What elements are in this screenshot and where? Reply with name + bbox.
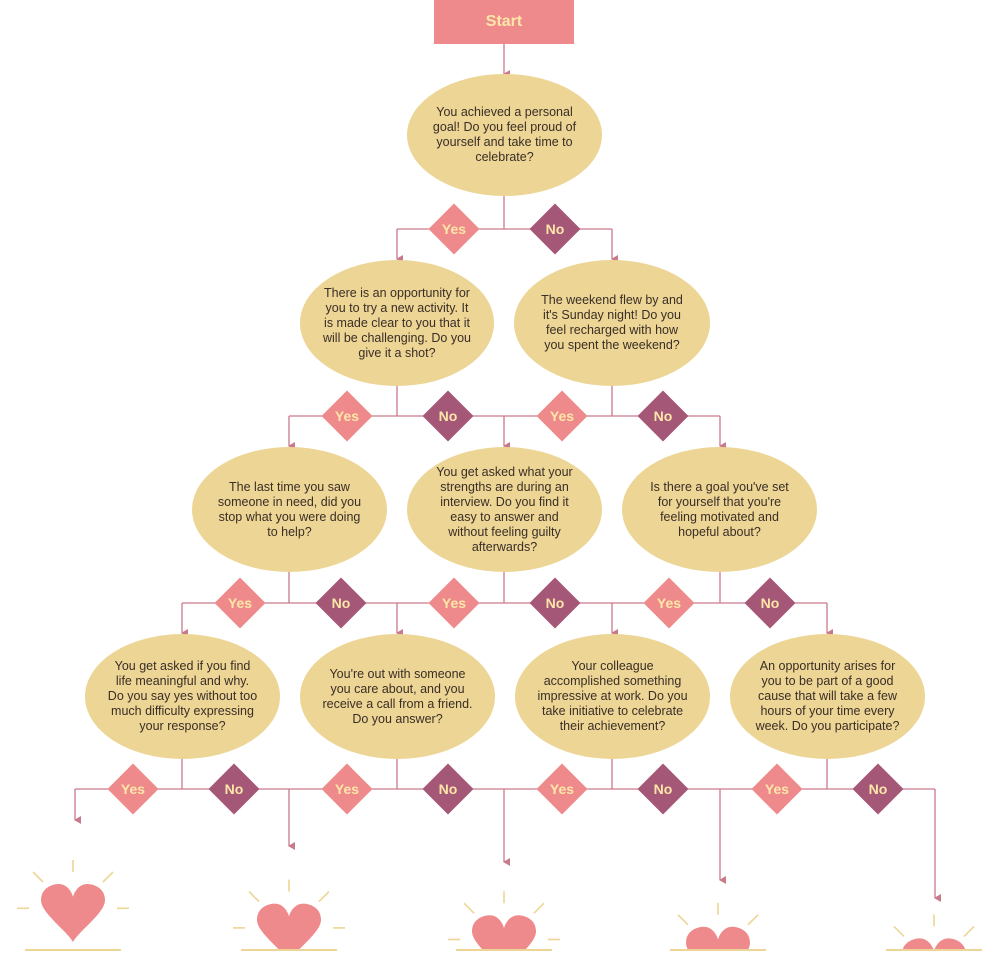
- yes-diamond: Yes: [215, 578, 265, 628]
- yes-label: Yes: [764, 781, 790, 797]
- no-label: No: [224, 781, 244, 797]
- yes-label: Yes: [441, 595, 467, 611]
- no-diamond: No: [638, 764, 688, 814]
- heart-ray: [893, 925, 905, 937]
- heart-ray: [963, 925, 975, 937]
- question-node: You get asked what your strengths are du…: [407, 447, 602, 572]
- no-label: No: [438, 408, 458, 424]
- yes-diamond: Yes: [322, 391, 372, 441]
- no-label: No: [653, 408, 673, 424]
- heart-shape: [41, 884, 105, 942]
- no-label: No: [653, 781, 673, 797]
- question-text: You get asked what your strengths are du…: [436, 464, 573, 554]
- question-node: You're out with someone you care about, …: [300, 634, 495, 759]
- no-diamond: No: [209, 764, 259, 814]
- no-diamond: No: [638, 391, 688, 441]
- question-node: There is an opportunity for you to try a…: [300, 260, 494, 386]
- heart-mostly-full-icon: [233, 879, 345, 951]
- heart-shape: [472, 915, 536, 950]
- yes-diamond: Yes: [537, 764, 587, 814]
- yes-label: Yes: [656, 595, 682, 611]
- heart-ray: [248, 891, 260, 903]
- yes-diamond: Yes: [537, 391, 587, 441]
- heart-ray: [318, 891, 330, 903]
- no-label: No: [438, 781, 458, 797]
- no-diamond: No: [530, 204, 580, 254]
- question-node: Is there a goal you've set for yourself …: [622, 447, 817, 572]
- question-text: An opportunity arises for you to be part…: [755, 659, 900, 733]
- question-text: You get asked if you find life meaningfu…: [107, 659, 258, 733]
- heart-shape: [686, 926, 750, 950]
- question-text: Is there a goal you've set for yourself …: [650, 479, 789, 539]
- yes-label: Yes: [549, 408, 575, 424]
- question-node: Your colleague accomplished something im…: [515, 634, 710, 759]
- question-text: You're out with someone you care about, …: [322, 666, 473, 726]
- heart-ray: [747, 914, 759, 926]
- heart-ray: [677, 914, 689, 926]
- heart-ray: [463, 902, 475, 914]
- yes-diamond: Yes: [429, 204, 479, 254]
- no-label: No: [545, 595, 565, 611]
- yes-label: Yes: [227, 595, 253, 611]
- yes-diamond: Yes: [429, 578, 479, 628]
- no-diamond: No: [423, 764, 473, 814]
- yes-diamond: Yes: [644, 578, 694, 628]
- question-text: You achieved a personal goal! Do you fee…: [432, 105, 577, 164]
- question-node: You achieved a personal goal! Do you fee…: [407, 74, 602, 196]
- yes-label: Yes: [334, 408, 360, 424]
- question-node: The weekend flew by and it's Sunday nigh…: [514, 260, 710, 386]
- heart-nearly-gone-icon: [886, 914, 982, 951]
- heart-shape: [257, 903, 321, 950]
- start-label: Start: [485, 13, 523, 30]
- no-diamond: No: [853, 764, 903, 814]
- no-diamond: No: [423, 391, 473, 441]
- question-node: An opportunity arises for you to be part…: [730, 634, 925, 759]
- question-text: The weekend flew by and it's Sunday nigh…: [541, 293, 683, 352]
- no-diamond: No: [316, 578, 366, 628]
- question-text: Your colleague accomplished something im…: [537, 659, 688, 733]
- no-diamond: No: [745, 578, 795, 628]
- question-text: The last time you saw someone in need, d…: [217, 479, 362, 539]
- yes-label: Yes: [120, 781, 146, 797]
- heart-ray: [32, 871, 44, 883]
- heart-ray: [533, 902, 545, 914]
- question-node: The last time you saw someone in need, d…: [192, 447, 387, 572]
- no-label: No: [331, 595, 351, 611]
- question-text: There is an opportunity for you to try a…: [322, 285, 471, 360]
- yes-diamond: Yes: [752, 764, 802, 814]
- heart-half-icon: [448, 891, 560, 951]
- yes-label: Yes: [334, 781, 360, 797]
- no-diamond: No: [530, 578, 580, 628]
- question-node: You get asked if you find life meaningfu…: [85, 634, 280, 759]
- start-box: Start: [434, 0, 574, 44]
- no-label: No: [760, 595, 780, 611]
- heart-full-icon: [17, 860, 129, 951]
- yes-label: Yes: [441, 221, 467, 237]
- heart-ray: [102, 871, 114, 883]
- no-label: No: [868, 781, 888, 797]
- heart-shape: [902, 938, 966, 950]
- yes-diamond: Yes: [108, 764, 158, 814]
- no-label: No: [545, 221, 565, 237]
- heart-sinking-icon: [670, 902, 766, 951]
- yes-label: Yes: [549, 781, 575, 797]
- yes-diamond: Yes: [322, 764, 372, 814]
